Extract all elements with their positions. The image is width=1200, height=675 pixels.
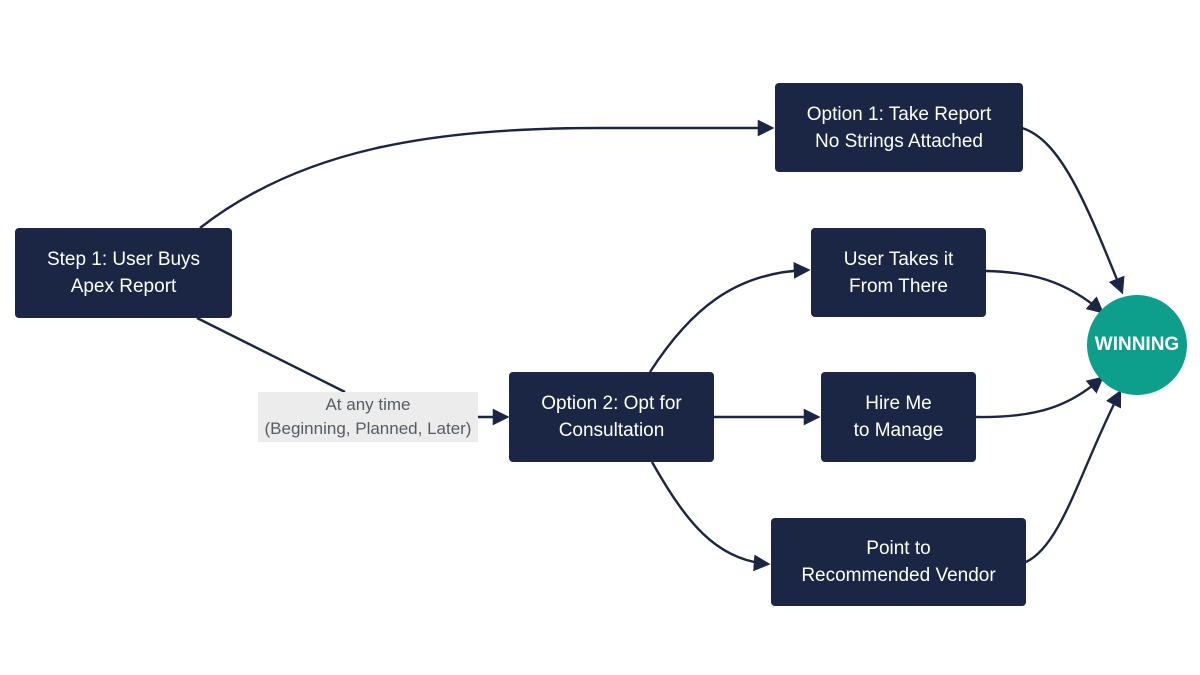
- edge-label-line2: (Beginning, Planned, Later): [264, 419, 472, 438]
- edge-vendor-to-winning: [1025, 389, 1122, 564]
- node-option2-consultation: Option 2: Opt for Consultation: [509, 372, 714, 462]
- node-user-line2: From There: [849, 275, 948, 297]
- node-option2-line2: Consultation: [558, 420, 665, 441]
- edge-label-any-time: At any time (Beginning, Planned, Later): [258, 392, 478, 442]
- node-option1-take-report: Option 1: Take Report No Strings Attache…: [775, 83, 1023, 172]
- node-user-takes-it: User Takes it From There: [811, 228, 986, 317]
- node-hire-line1: Hire Me: [865, 393, 932, 414]
- node-hire-line2: to Manage: [853, 420, 944, 441]
- node-option2-line1: Option 2: Opt for: [541, 393, 682, 414]
- edge-user-to-winning: [985, 269, 1104, 314]
- node-user-line1: User Takes it: [843, 248, 954, 270]
- node-vendor-line1: Point to: [866, 538, 931, 559]
- node-recommended-vendor: Point to Recommended Vendor: [771, 518, 1026, 606]
- edge-label-line1: At any time: [325, 395, 411, 414]
- node-option1-line2: No Strings Attached: [815, 130, 983, 152]
- node-winning: WINNING: [1087, 295, 1187, 395]
- node-option1-line1: Option 1: Take Report: [806, 103, 992, 125]
- edge-option1-to-winning: [1021, 126, 1125, 295]
- edge-option2-to-vendor: [650, 461, 771, 572]
- node-hire-me: Hire Me to Manage: [821, 372, 976, 462]
- node-step1-user-buys: Step 1: User Buys Apex Report: [15, 228, 232, 318]
- node-winning-label: WINNING: [1094, 334, 1180, 355]
- node-step1-line1: Step 1: User Buys: [46, 249, 201, 270]
- edge-hire-to-winning: [975, 376, 1104, 419]
- edge-start-to-option1: [199, 119, 775, 229]
- edge-option2-to-user: [648, 262, 811, 373]
- node-step1-line2: Apex Report: [70, 276, 177, 297]
- edge-start-to-option2: [196, 316, 346, 394]
- node-vendor-line2: Recommended Vendor: [801, 565, 996, 586]
